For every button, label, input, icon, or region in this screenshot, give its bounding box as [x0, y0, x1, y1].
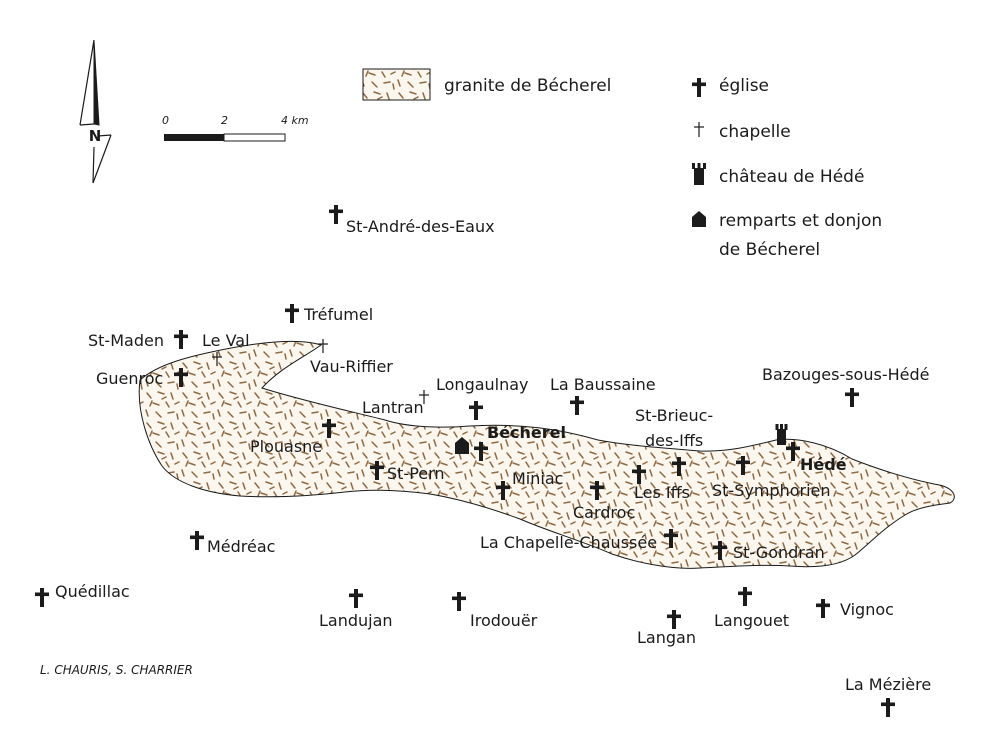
church-cross-icon-la-meziere — [881, 698, 895, 717]
scale-label-4: 4 km — [281, 114, 309, 127]
label-miniac: Miniac — [512, 469, 563, 488]
label-hede: Hédé — [800, 455, 847, 474]
label-plouasne: Plouasne — [250, 437, 322, 456]
church-cross-icon-quedillac — [35, 588, 49, 607]
ramparts-keep-icon-becherel — [455, 437, 469, 454]
label-irodouer: Irodouër — [470, 611, 538, 630]
label-longaulnay: Longaulnay — [436, 375, 529, 394]
label-st-symphorien: St-Symphorien — [712, 481, 831, 500]
label-la-baussaine: La Baussaine — [550, 375, 656, 394]
castle-tower-icon — [692, 163, 706, 185]
chapel-cross-icon-le-val — [212, 352, 222, 366]
chapel-markers — [212, 339, 429, 404]
church-cross-icon-longaulnay — [469, 401, 483, 420]
label-st-pern: St-Pern — [387, 464, 445, 483]
label-trefumel: Tréfumel — [303, 305, 373, 324]
label-la-meziere: La Mézière — [845, 675, 931, 694]
church-cross-icon-vignoc — [816, 599, 830, 618]
north-arrow-icon: N — [79, 39, 112, 184]
church-cross-icon-trefumel — [285, 304, 299, 323]
label-st-brieuc-2: des-Iffs — [645, 431, 703, 450]
church-cross-icon-medreac — [190, 531, 204, 550]
label-la-chapelle-chaussee: La Chapelle-Chaussée — [480, 533, 657, 552]
legend-granite-label: granite de Bécherel — [444, 76, 611, 96]
label-landujan: Landujan — [319, 611, 393, 630]
legend: granite de Bécherel église chapelle chât… — [362, 68, 882, 260]
scale-label-2: 2 — [221, 114, 228, 127]
ramparts-keep-icon — [692, 211, 706, 227]
label-st-andre: St-André-des-Eaux — [346, 217, 495, 236]
label-les-iffs: Les Iffs — [634, 483, 690, 502]
church-cross-icon-landujan — [349, 589, 363, 608]
label-st-gondran: St-Gondran — [733, 543, 825, 562]
label-st-maden: St-Maden — [88, 331, 164, 350]
chapelle-cross-icon — [694, 122, 704, 137]
label-langouet: Langouet — [714, 611, 789, 630]
church-cross-icon-bazouges — [845, 388, 859, 407]
legend-granite-swatch — [362, 68, 431, 101]
label-becherel: Bécherel — [487, 423, 566, 442]
church-cross-icon-langan — [667, 610, 681, 629]
label-vignoc: Vignoc — [840, 600, 894, 619]
scale-label-0: 0 — [162, 114, 169, 127]
chapel-cross-icon-lantran — [419, 390, 429, 404]
legend-remparts-label-1: remparts et donjon — [719, 211, 882, 231]
church-cross-icon-irodouer — [452, 592, 466, 611]
church-cross-icon-st-andre — [329, 205, 343, 224]
label-st-brieuc-1: St-Brieuc- — [635, 406, 713, 425]
church-cross-icon-langouet — [738, 587, 752, 606]
legend-chapelle-label: chapelle — [719, 122, 791, 142]
label-bazouges: Bazouges-sous-Hédé — [762, 365, 929, 384]
label-guenroc: Guenroc — [96, 369, 163, 388]
chapel-cross-icon-vau-riffier — [318, 339, 328, 353]
legend-chateau-label: château de Hédé — [719, 167, 864, 187]
eglise-cross-icon — [692, 78, 706, 97]
label-vau-riffier: Vau-Riffier — [310, 357, 393, 376]
label-lantran: Lantran — [362, 398, 424, 417]
legend-remparts-label-2: de Bécherel — [719, 240, 820, 260]
scale-bar: 0 2 4 km — [162, 114, 309, 142]
north-label: N — [89, 127, 102, 145]
granite-outcrop — [138, 340, 955, 569]
place-labels: St-André-des-Eaux Tréfumel St-Maden Le V… — [55, 217, 931, 694]
label-cardroc: Cardroc — [573, 503, 635, 522]
label-langan: Langan — [637, 628, 696, 647]
label-medreac: Médréac — [207, 537, 275, 556]
label-le-val: Le Val — [202, 331, 250, 350]
map-credit: L. CHAURIS, S. CHARRIER — [40, 663, 193, 677]
legend-eglise-label: église — [719, 76, 769, 96]
church-cross-icon-la-baussaine — [570, 396, 584, 415]
label-quedillac: Quédillac — [55, 582, 130, 601]
castle-tower-icon-hede — [775, 424, 788, 445]
church-cross-icon-st-maden — [174, 330, 188, 349]
